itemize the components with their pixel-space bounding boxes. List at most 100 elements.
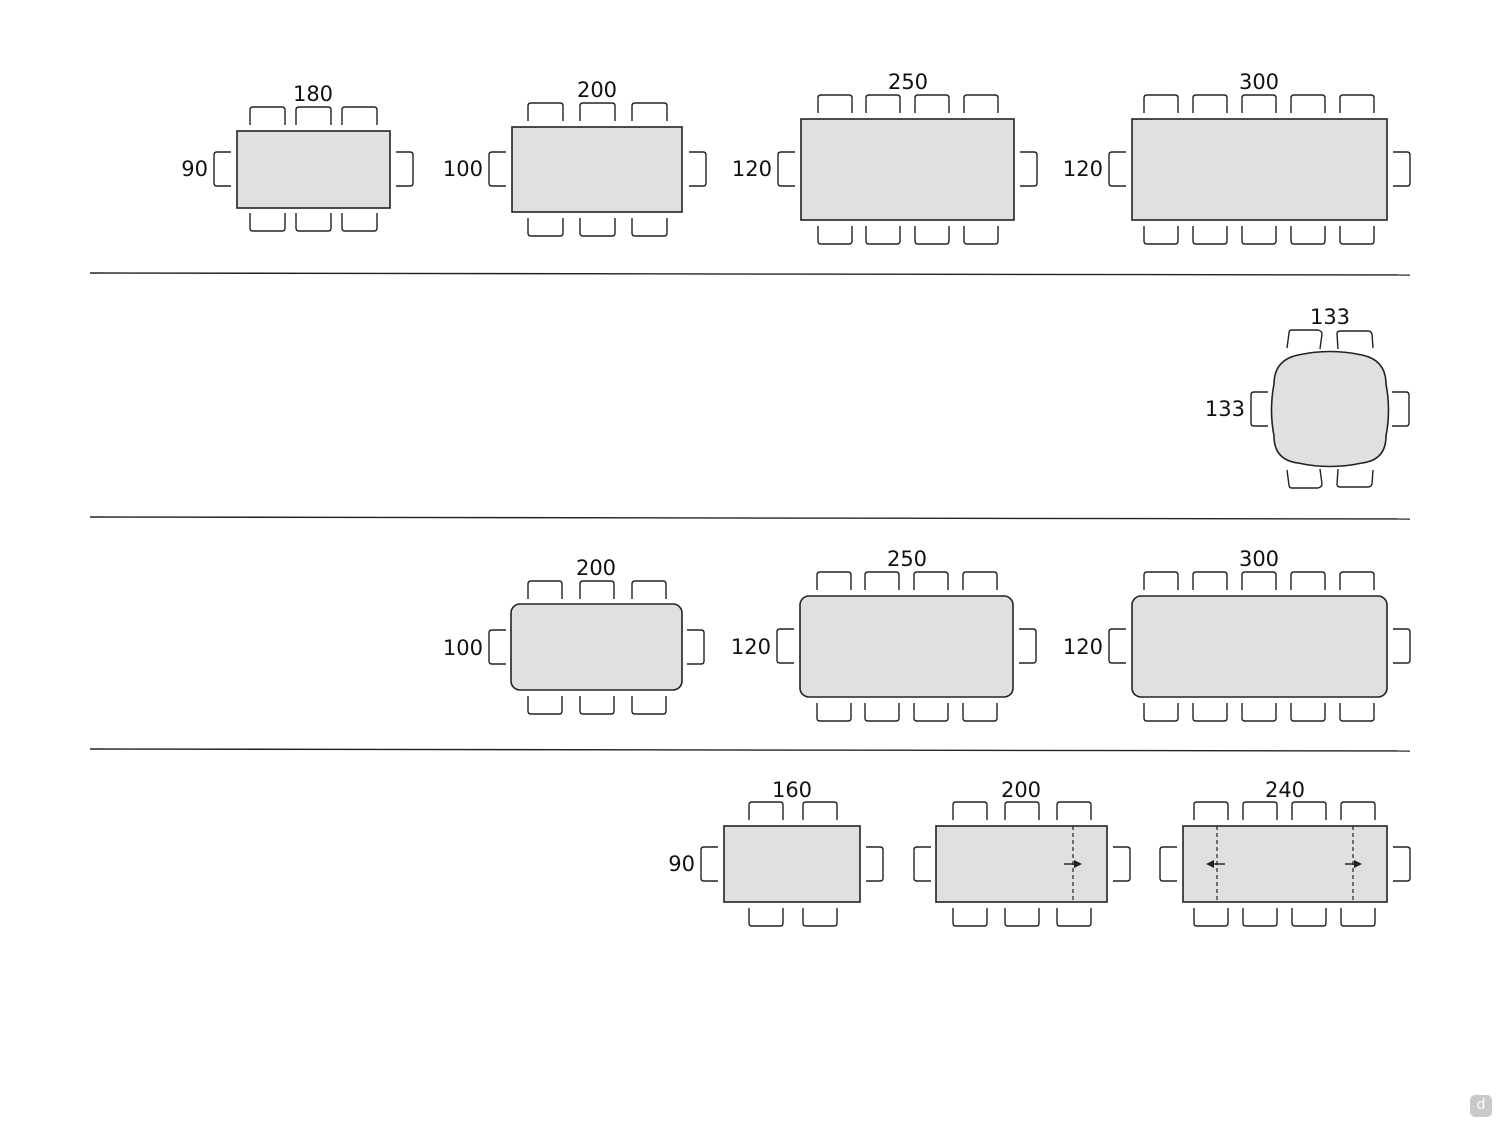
chair (1108, 151, 1126, 187)
chair (631, 696, 667, 715)
chair (913, 703, 949, 722)
chair (865, 94, 901, 113)
chair (1143, 571, 1179, 590)
chair (1056, 801, 1092, 820)
length-label: 200 (576, 556, 616, 580)
table-top (723, 825, 861, 903)
chair (1143, 226, 1179, 245)
chair (1241, 226, 1277, 245)
chair (631, 580, 667, 599)
chair (817, 226, 853, 245)
chair (1291, 908, 1327, 927)
table-top (511, 126, 683, 213)
chair (1192, 226, 1228, 245)
length-label: 250 (887, 547, 927, 571)
chair (914, 94, 950, 113)
arrow-left-icon (1206, 860, 1214, 868)
table-200x100-rounded: 200 100 (443, 556, 705, 715)
chair (962, 571, 998, 590)
table-200-extended: 200 (913, 778, 1131, 927)
chair (1159, 846, 1177, 882)
chair (1242, 908, 1278, 927)
chair (1193, 801, 1229, 820)
chair (579, 102, 616, 121)
width-label: 120 (1063, 635, 1103, 659)
chair (802, 801, 838, 820)
chair (1113, 846, 1131, 882)
length-label: 133 (1310, 305, 1350, 329)
table-300x120-rounded: 300 120 (1063, 547, 1411, 722)
chair (1241, 94, 1277, 113)
arrow-right-icon (1074, 860, 1082, 868)
chair (963, 94, 999, 113)
chair (631, 102, 668, 121)
chair (527, 580, 563, 599)
table-250x120: 250 120 (732, 70, 1038, 245)
chair (579, 580, 615, 599)
chair (864, 703, 900, 722)
chair (341, 213, 378, 232)
chair (295, 213, 332, 232)
chair (1192, 703, 1228, 722)
chair (816, 571, 852, 590)
chair (1290, 94, 1326, 113)
chair (1336, 468, 1374, 488)
table-top (236, 130, 391, 209)
table-250x120-rounded: 250 120 (731, 547, 1037, 722)
chair (1004, 801, 1040, 820)
chair (1393, 628, 1411, 664)
chair (579, 696, 615, 715)
chair (1393, 151, 1411, 187)
chair (1250, 391, 1268, 427)
chair (777, 151, 795, 187)
chair (341, 106, 378, 125)
table-200x100: 200 100 (443, 78, 707, 237)
chair (1290, 571, 1326, 590)
chair (488, 629, 506, 665)
length-label: 300 (1239, 547, 1279, 571)
length-label: 300 (1239, 70, 1279, 94)
chair (1193, 908, 1229, 927)
length-label: 160 (772, 778, 812, 802)
chair (952, 801, 988, 820)
width-label: 100 (443, 636, 483, 660)
chair (1336, 330, 1374, 350)
chair (1242, 801, 1278, 820)
chair (527, 218, 564, 237)
chair (1286, 329, 1323, 350)
table-240-extended: 240 (1159, 778, 1411, 927)
chair (488, 151, 506, 187)
table-133x133: 133 133 (1205, 305, 1410, 489)
chair (295, 106, 332, 125)
width-label: 120 (1063, 157, 1103, 181)
length-label: 250 (888, 70, 928, 94)
chair (579, 218, 616, 237)
chair (1241, 703, 1277, 722)
table-top (1131, 118, 1388, 221)
chair (1340, 801, 1376, 820)
chair (1020, 151, 1038, 187)
arrow-right-icon (1354, 860, 1362, 868)
width-label: 90 (668, 852, 695, 876)
chair (396, 151, 414, 187)
chair (1340, 908, 1376, 927)
table-160x90: 160 90 (668, 778, 884, 927)
chair (952, 908, 988, 927)
table-top (1131, 595, 1388, 698)
chair (1192, 94, 1228, 113)
chair (963, 226, 999, 245)
chair (1339, 571, 1375, 590)
length-label: 240 (1265, 778, 1305, 802)
chair (1143, 94, 1179, 113)
chair (689, 151, 707, 187)
chair (631, 218, 668, 237)
width-label: 120 (731, 635, 771, 659)
chair (1108, 628, 1126, 664)
chair (1392, 391, 1410, 427)
chair (1004, 908, 1040, 927)
width-label: 90 (181, 157, 208, 181)
table-top (510, 603, 683, 691)
chair (1339, 226, 1375, 245)
chair (748, 801, 784, 820)
